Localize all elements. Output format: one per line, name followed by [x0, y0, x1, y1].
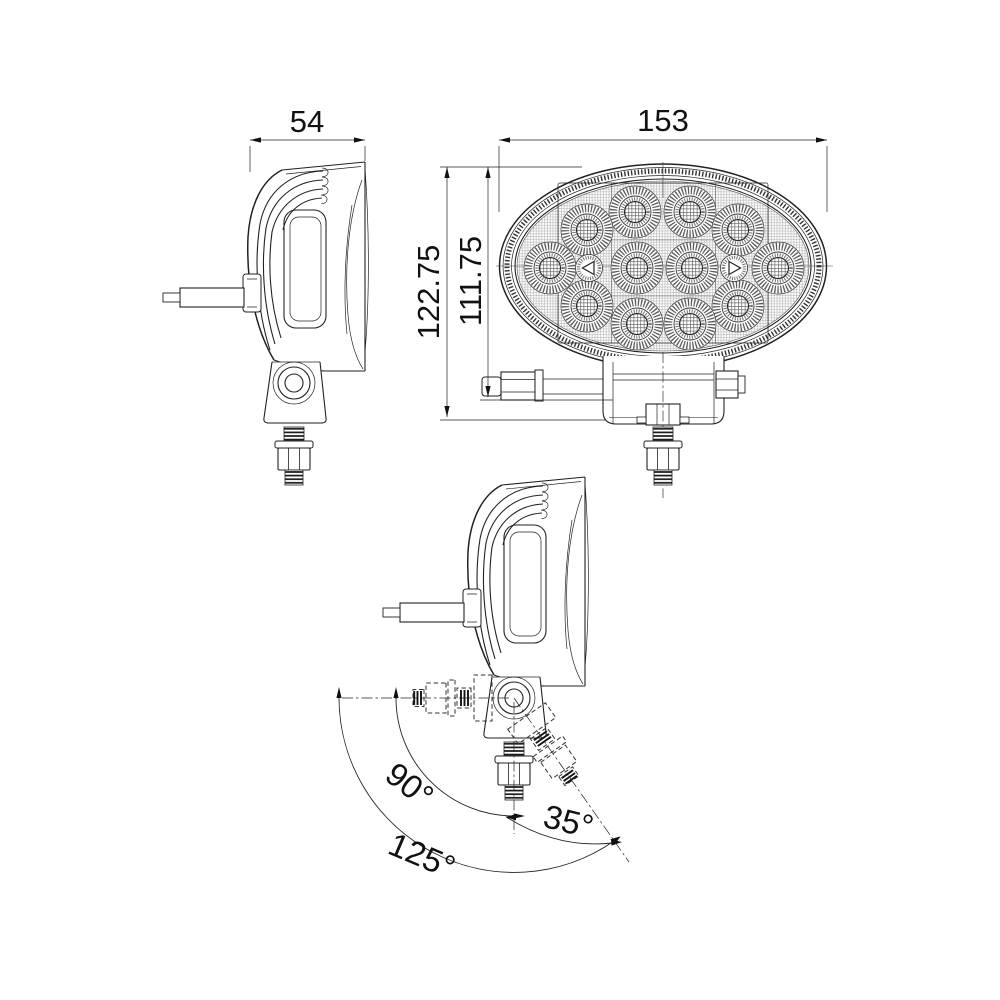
dimension-heights: 122.75 111.75 — [411, 166, 613, 421]
dim-overall-height-label: 122.75 — [411, 245, 446, 340]
dim-width-label: 153 — [637, 103, 689, 138]
dimension-width: 153 — [498, 103, 828, 212]
side-view-angled: 90° 125° 35° — [336, 477, 630, 886]
dim-lamp-height-label: 111.75 — [453, 236, 488, 326]
front-view: 153 122.75 111.75 — [411, 103, 833, 498]
dimension-depth: 54 — [249, 104, 366, 172]
reflector-marker-left — [573, 252, 605, 284]
lamp-side-profile — [163, 162, 368, 485]
front-mounting-stud — [643, 426, 683, 486]
side-view: 54 — [163, 104, 368, 485]
angle-35-label: 35° — [540, 797, 597, 845]
angle-125-label: 125° — [383, 825, 460, 886]
dim-depth-label: 54 — [290, 104, 324, 139]
angle-90-label: 90° — [379, 755, 441, 815]
reflector-marker-right — [718, 252, 750, 284]
front-bracket — [481, 352, 746, 498]
angle-arcs — [336, 687, 622, 873]
lamp-side-profile-2 — [383, 477, 588, 800]
